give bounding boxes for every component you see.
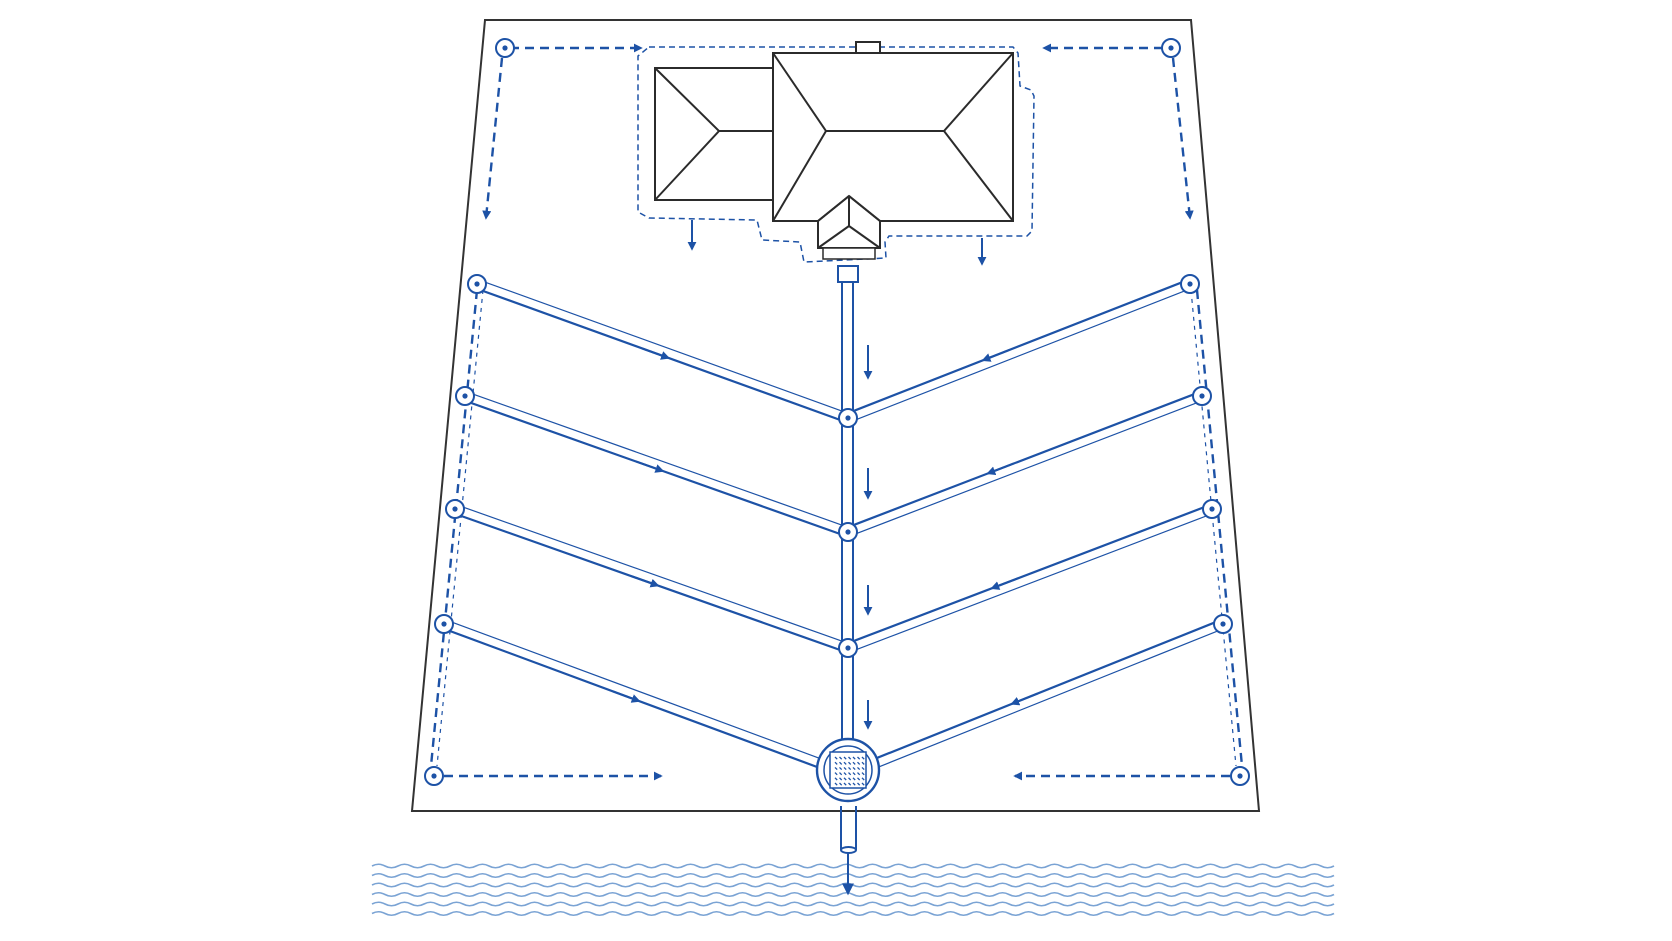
branch-right-4-edge-a xyxy=(871,618,1222,761)
grate-slot xyxy=(848,761,852,765)
branch-right-3-edge-b xyxy=(849,512,1214,653)
cleanout-left-4-center xyxy=(441,621,447,627)
cleanout-left-1-center xyxy=(474,281,480,287)
cleanout-corner-bottom-left-center xyxy=(431,773,437,779)
main-trunk-pipe xyxy=(841,282,854,752)
grate-slot xyxy=(861,777,865,781)
grate-slot xyxy=(843,777,847,781)
grate-slot xyxy=(857,777,861,781)
property-boundary xyxy=(410,19,1261,812)
grate-slot xyxy=(848,756,852,760)
grate-slot xyxy=(861,766,865,771)
grate-slot xyxy=(852,782,856,786)
grate-slot xyxy=(843,756,847,760)
wave-line xyxy=(371,863,1335,869)
grate-slot xyxy=(843,761,847,765)
grate-slot xyxy=(839,761,843,765)
grate-slot xyxy=(834,782,838,786)
trunk-junction-2-center xyxy=(845,529,851,535)
trunk-junction-3-center xyxy=(845,645,851,651)
grate-slot xyxy=(839,756,843,760)
grate-slot xyxy=(852,756,856,760)
grate-slot xyxy=(834,761,838,765)
grate-slot xyxy=(839,777,843,781)
grate-slot xyxy=(857,782,861,786)
branch-left-3-flow-arrow xyxy=(631,575,660,588)
branch-right-3-flow-arrow xyxy=(990,577,1019,590)
wave-line xyxy=(371,901,1335,907)
branch-right-2-edge-a xyxy=(845,390,1201,529)
catch-basin-grate-icon xyxy=(815,737,881,803)
grate-slot xyxy=(857,761,861,765)
grate-slot xyxy=(848,772,852,776)
cleanout-right-3-center xyxy=(1209,506,1215,512)
branch-left-2-flow-arrow xyxy=(635,460,665,473)
grate-slot xyxy=(861,761,865,765)
grate-slot xyxy=(839,766,843,771)
grate-slot xyxy=(834,766,838,771)
grate-slot xyxy=(848,777,852,781)
perimeter-collector-lines-inner xyxy=(436,289,1237,767)
branch-pipes xyxy=(442,278,1225,770)
discharge-pipe xyxy=(840,806,857,896)
trunk-junction-1-center xyxy=(845,415,851,421)
grate-slot xyxy=(843,782,847,786)
branch-right-1-edge-b xyxy=(849,287,1192,423)
water-waves-icon xyxy=(371,863,1335,917)
wave-line xyxy=(371,882,1335,888)
branch-left-4-flow-arrow xyxy=(612,690,641,703)
branch-right-1-flow-arrow xyxy=(981,349,1010,362)
grate-slot xyxy=(861,782,865,786)
grate-slot xyxy=(852,761,856,765)
grate-slot xyxy=(843,766,847,771)
grate-slot xyxy=(839,782,843,786)
grate-slot xyxy=(857,766,861,771)
branch-left-3-edge-b xyxy=(456,504,850,645)
branch-right-1-edge-a xyxy=(845,278,1189,415)
cleanout-corner-top-right-center xyxy=(1168,45,1174,51)
branch-left-1-edge-b xyxy=(478,279,850,415)
grate-slot xyxy=(861,772,865,776)
roof-runoff-arrows xyxy=(687,220,987,266)
house-roof-plan-icon xyxy=(654,41,1014,260)
branch-right-4-flow-arrow xyxy=(1010,692,1039,706)
grate-slot xyxy=(848,766,852,771)
grate-slot xyxy=(861,756,865,760)
branch-right-2-flow-arrow xyxy=(986,462,1015,476)
branch-right-3-edge-a xyxy=(846,503,1211,645)
grate-slot xyxy=(834,772,838,776)
grate-slot xyxy=(857,772,861,776)
cleanout-left-2-center xyxy=(462,393,468,399)
perimeter-collector-lines xyxy=(429,43,1244,781)
branch-left-4-edge-b xyxy=(445,619,824,761)
grate-slot xyxy=(852,772,856,776)
wave-line xyxy=(371,891,1335,898)
cleanout-right-2-center xyxy=(1199,393,1205,399)
grate-slot xyxy=(834,777,838,781)
grate-slot xyxy=(857,756,861,760)
grate-slot xyxy=(852,766,856,771)
cleanout-right-4-center xyxy=(1220,621,1226,627)
branch-left-1-flow-arrow xyxy=(641,347,671,360)
grate-slot xyxy=(839,772,843,776)
cleanout-corner-top-left-center xyxy=(502,45,508,51)
grate-slot xyxy=(852,777,856,781)
branch-right-2-edge-b xyxy=(849,399,1204,537)
wave-line xyxy=(371,872,1335,879)
branch-right-4-edge-b xyxy=(875,627,1225,769)
branch-left-2-edge-b xyxy=(466,391,850,529)
grate-slot xyxy=(843,772,847,776)
cleanout-right-1-center xyxy=(1187,281,1193,287)
cleanout-nodes xyxy=(424,38,1250,786)
grate-slot xyxy=(834,756,838,760)
downspout-connector xyxy=(837,265,859,283)
cleanout-corner-bottom-right-center xyxy=(1237,773,1243,779)
roof-dripline-outline xyxy=(637,46,1035,263)
wave-line xyxy=(371,910,1335,917)
grate-slot xyxy=(848,782,852,786)
cleanout-left-3-center xyxy=(452,506,458,512)
